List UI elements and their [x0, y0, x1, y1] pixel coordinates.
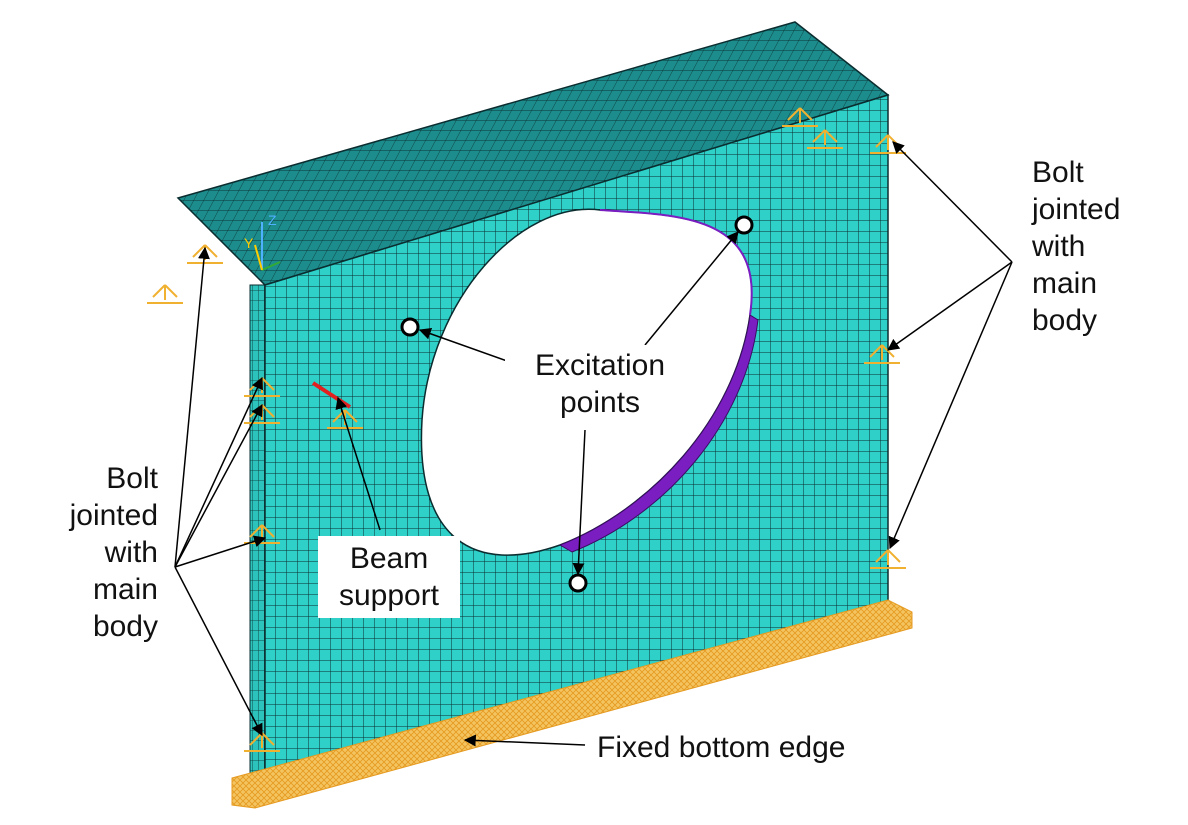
- bolt-label-left-line: body: [92, 610, 158, 643]
- axis-z-label: Z: [268, 212, 277, 228]
- beam-support-label-line: Beam: [349, 542, 429, 575]
- bolt-symbol: [327, 409, 363, 429]
- fixed-bottom-edge-label: Fixed bottom edge: [597, 729, 845, 766]
- coordinate-triad: Z Y: [244, 212, 281, 271]
- axis-y-label: Y: [244, 235, 254, 251]
- bolt-symbol: [807, 129, 843, 149]
- bolt-symbol: [782, 107, 818, 127]
- excitation-label: Excitation points: [505, 345, 695, 423]
- excitation-label-line: Excitation: [534, 349, 666, 382]
- excitation-label-line: points: [559, 386, 641, 419]
- bolt-symbol: [870, 549, 906, 569]
- bolt-label-left-line: with: [104, 536, 158, 569]
- bolt-label-right-line: Bolt: [1032, 156, 1084, 189]
- bolt-label-left-line: Bolt: [106, 462, 158, 495]
- bolt-symbol: [864, 344, 900, 364]
- bolt-label-right: Bolt jointed with main body: [1032, 154, 1120, 339]
- bolt-symbol: [244, 524, 280, 544]
- bolt-label-right-line: body: [1032, 304, 1098, 337]
- hole-rim: [558, 209, 759, 553]
- fixed-bottom-edge-text: Fixed bottom edge: [597, 731, 846, 764]
- bolt-label-left: Bolt jointed with main body: [38, 460, 158, 645]
- bolt-label-left-line: jointed: [69, 499, 158, 532]
- excitation-point: [734, 215, 754, 235]
- bolt-constraints: [147, 107, 906, 752]
- excitation-point: [568, 573, 588, 593]
- bolt-symbol: [244, 732, 280, 752]
- fixed-base: [231, 599, 913, 809]
- beam-support-label-line: support: [338, 579, 440, 612]
- excitation-point: [400, 317, 420, 337]
- bolt-symbol: [870, 134, 906, 154]
- leader-lines: [174, 141, 1013, 747]
- bolt-label-left-line: main: [92, 573, 158, 606]
- bolt-label-right-line: jointed: [1032, 193, 1121, 226]
- beam-support-label: Beam support: [318, 536, 460, 618]
- bolt-label-right-line: main: [1032, 267, 1098, 300]
- bolt-label-right-line: with: [1032, 230, 1086, 263]
- bolt-symbol: [147, 284, 183, 304]
